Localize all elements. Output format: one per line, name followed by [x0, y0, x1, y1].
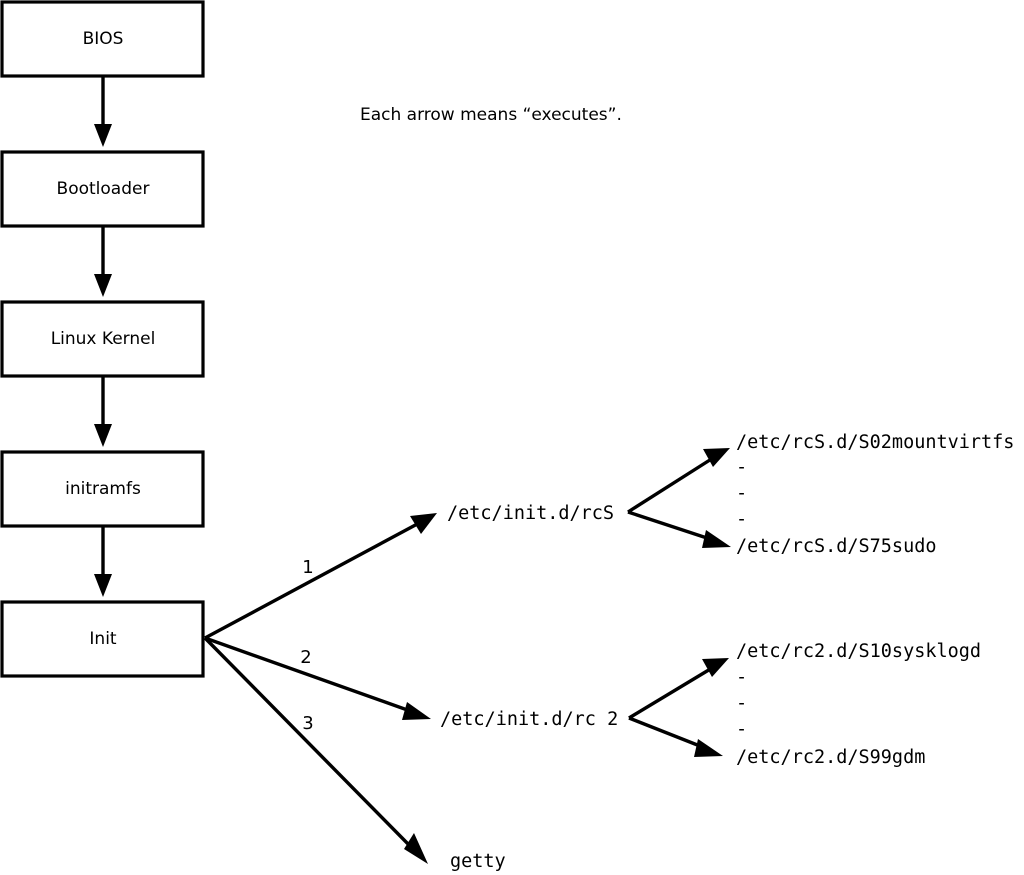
node-bios-box: [0, 0, 205, 78]
label-etc-initd-rcs: /etc/init.d/rcS: [447, 503, 614, 524]
node-init-label: Init: [89, 629, 117, 649]
rcs-branch-last: [627, 510, 731, 548]
arrowhead-init-to-getty: [404, 833, 428, 864]
edge-number-1: 1: [302, 557, 313, 578]
label-rcs-last-script: /etc/rcS.d/S75sudo: [736, 536, 936, 557]
node-init-box: [0, 600, 205, 678]
arrowhead-kernel-to-initramfs: [94, 424, 112, 447]
rcs-branch-first: [627, 448, 730, 514]
node-initramfs-label: initramfs: [65, 479, 141, 499]
init-branch-2: 2: [204, 636, 431, 720]
connector-init-to-getty: [203, 636, 414, 850]
init-branch-3: 3: [203, 636, 428, 864]
connector-init-to-rc2: [204, 636, 414, 714]
node-init[interactable]: Init: [0, 600, 205, 678]
label-rcs-first-script: /etc/rcS.d/S02mountvirtfs: [736, 432, 1014, 453]
node-bootloader-label: Bootloader: [57, 179, 150, 199]
label-rc2-ellipsis-1: -: [736, 667, 747, 688]
connector-rc2-to-last-script: [628, 716, 706, 750]
diagram-caption: Each arrow means “executes”.: [360, 105, 622, 125]
connector-rcs-to-last-script: [627, 510, 714, 542]
label-rc2-ellipsis-3: -: [736, 719, 747, 740]
arrowhead-bootloader-to-kernel: [94, 274, 112, 297]
label-rcs-ellipsis-2: -: [736, 483, 747, 504]
rc2-branch-first: [628, 658, 729, 720]
connector-rcs-to-first-script: [627, 456, 714, 514]
arrowhead-init-to-rcs: [410, 513, 437, 534]
node-linux-kernel-label: Linux Kernel: [51, 329, 156, 349]
node-bootloader[interactable]: Bootloader: [0, 150, 205, 228]
init-branch-1: 1: [204, 513, 437, 640]
arrowhead-rcs-to-last-script: [702, 530, 731, 548]
label-rc2-last-script: /etc/rc2.d/S99gdm: [736, 747, 925, 768]
node-bootloader-box: [0, 150, 205, 228]
label-rc2-ellipsis-2: -: [736, 693, 747, 714]
arrowhead-rcs-to-first-script: [703, 448, 730, 467]
label-rcs-ellipsis-3: -: [736, 509, 747, 530]
chain-connectors: [94, 76, 112, 597]
connector-rc2-to-first-script: [628, 666, 713, 720]
label-rcs-ellipsis-1: -: [736, 457, 747, 478]
arrowhead-bios-to-bootloader: [94, 124, 112, 147]
edge-number-3: 3: [302, 713, 313, 734]
arrowhead-rc2-to-first-script: [702, 658, 729, 677]
node-linux-kernel-box: [0, 300, 205, 378]
node-initramfs[interactable]: initramfs: [0, 450, 205, 528]
connector-init-to-rcs: [204, 520, 422, 640]
edge-number-2: 2: [300, 647, 311, 668]
node-linux-kernel[interactable]: Linux Kernel: [0, 300, 205, 378]
arrowhead-rc2-to-last-script: [694, 739, 723, 757]
label-rc2-first-script: /etc/rc2.d/S10sysklogd: [736, 641, 981, 662]
node-bios-label: BIOS: [83, 29, 124, 49]
arrowhead-init-to-rc2: [402, 702, 431, 720]
arrowhead-initramfs-to-init: [94, 574, 112, 597]
rc2-branch-last: [628, 716, 723, 757]
label-etc-initd-rc2: /etc/init.d/rc 2: [440, 709, 618, 730]
label-getty: getty: [450, 851, 506, 872]
node-initramfs-box: [0, 450, 205, 528]
node-bios[interactable]: BIOS: [0, 0, 205, 78]
